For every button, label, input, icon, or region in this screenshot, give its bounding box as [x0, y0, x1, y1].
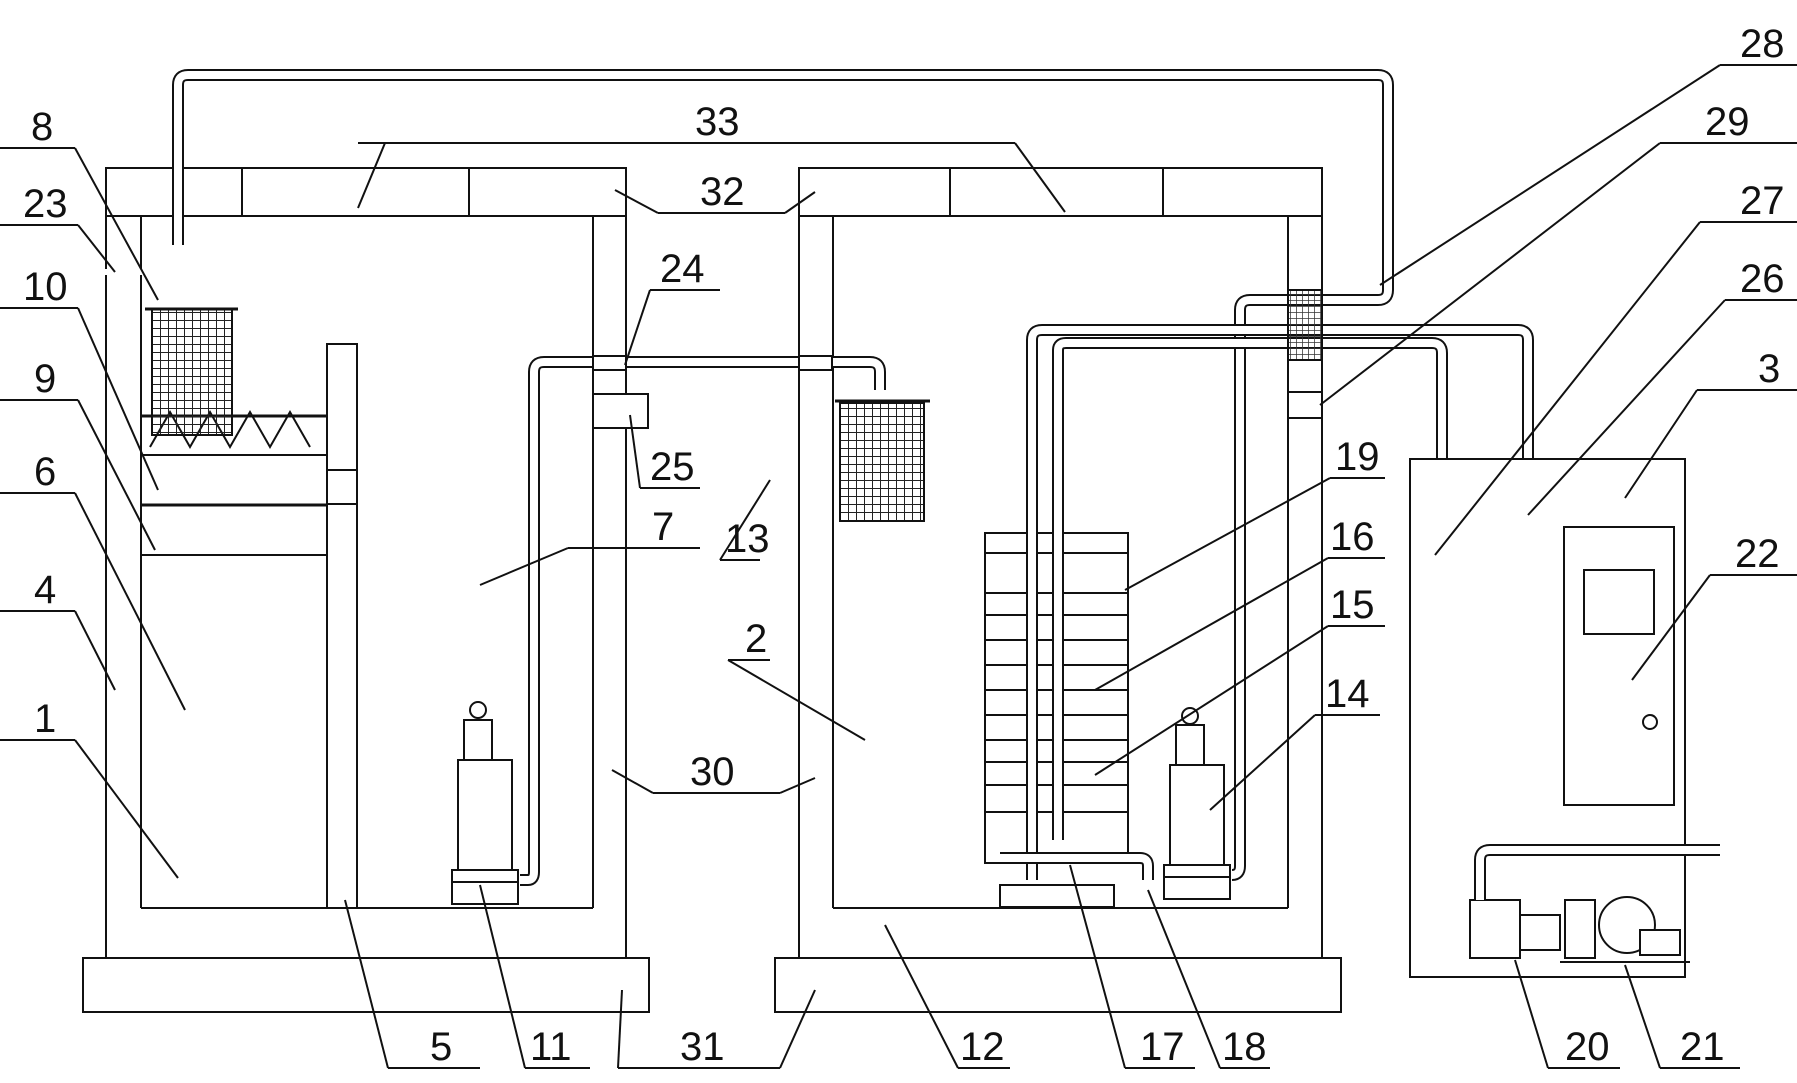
leader-lines	[0, 64, 1797, 1069]
label-16: 16	[1330, 515, 1375, 559]
label-8: 8	[31, 105, 53, 149]
label-23: 23	[23, 182, 68, 226]
label-32: 32	[700, 170, 745, 214]
label-5: 5	[430, 1025, 452, 1069]
label-20: 20	[1565, 1025, 1610, 1069]
pump-11	[451, 701, 519, 905]
label-17: 17	[1140, 1025, 1185, 1069]
label-10: 10	[23, 265, 68, 309]
callout-labels: 8 23 10 9 6 4 1 5 11 33 32 24 25 7 30 13…	[23, 22, 1785, 1069]
label-25: 25	[650, 445, 695, 489]
label-18: 18	[1222, 1025, 1267, 1069]
label-27: 27	[1740, 179, 1785, 223]
label-11: 11	[530, 1025, 572, 1069]
label-22: 22	[1735, 532, 1780, 576]
label-13: 13	[725, 517, 770, 561]
label-14: 14	[1325, 672, 1370, 716]
label-26: 26	[1740, 257, 1785, 301]
label-19: 19	[1335, 435, 1380, 479]
label-2: 2	[745, 617, 767, 661]
tank-1-structure	[82, 167, 650, 1013]
label-30: 30	[690, 750, 735, 794]
tank-2-structure	[592, 85, 1534, 1013]
label-21: 21	[1680, 1025, 1725, 1069]
label-9: 9	[34, 357, 56, 401]
label-12: 12	[960, 1025, 1005, 1069]
label-24: 24	[660, 247, 705, 291]
label-3: 3	[1758, 347, 1780, 391]
label-33: 33	[695, 100, 740, 144]
label-31: 31	[680, 1025, 725, 1069]
label-29: 29	[1705, 100, 1750, 144]
label-7: 7	[652, 505, 674, 549]
equipment-cabinet-3	[1409, 458, 1720, 978]
label-15: 15	[1330, 583, 1375, 627]
label-4: 4	[34, 568, 56, 612]
label-6: 6	[34, 450, 56, 494]
pump-14	[1163, 707, 1231, 900]
label-1: 1	[34, 697, 56, 741]
label-28: 28	[1740, 22, 1785, 66]
